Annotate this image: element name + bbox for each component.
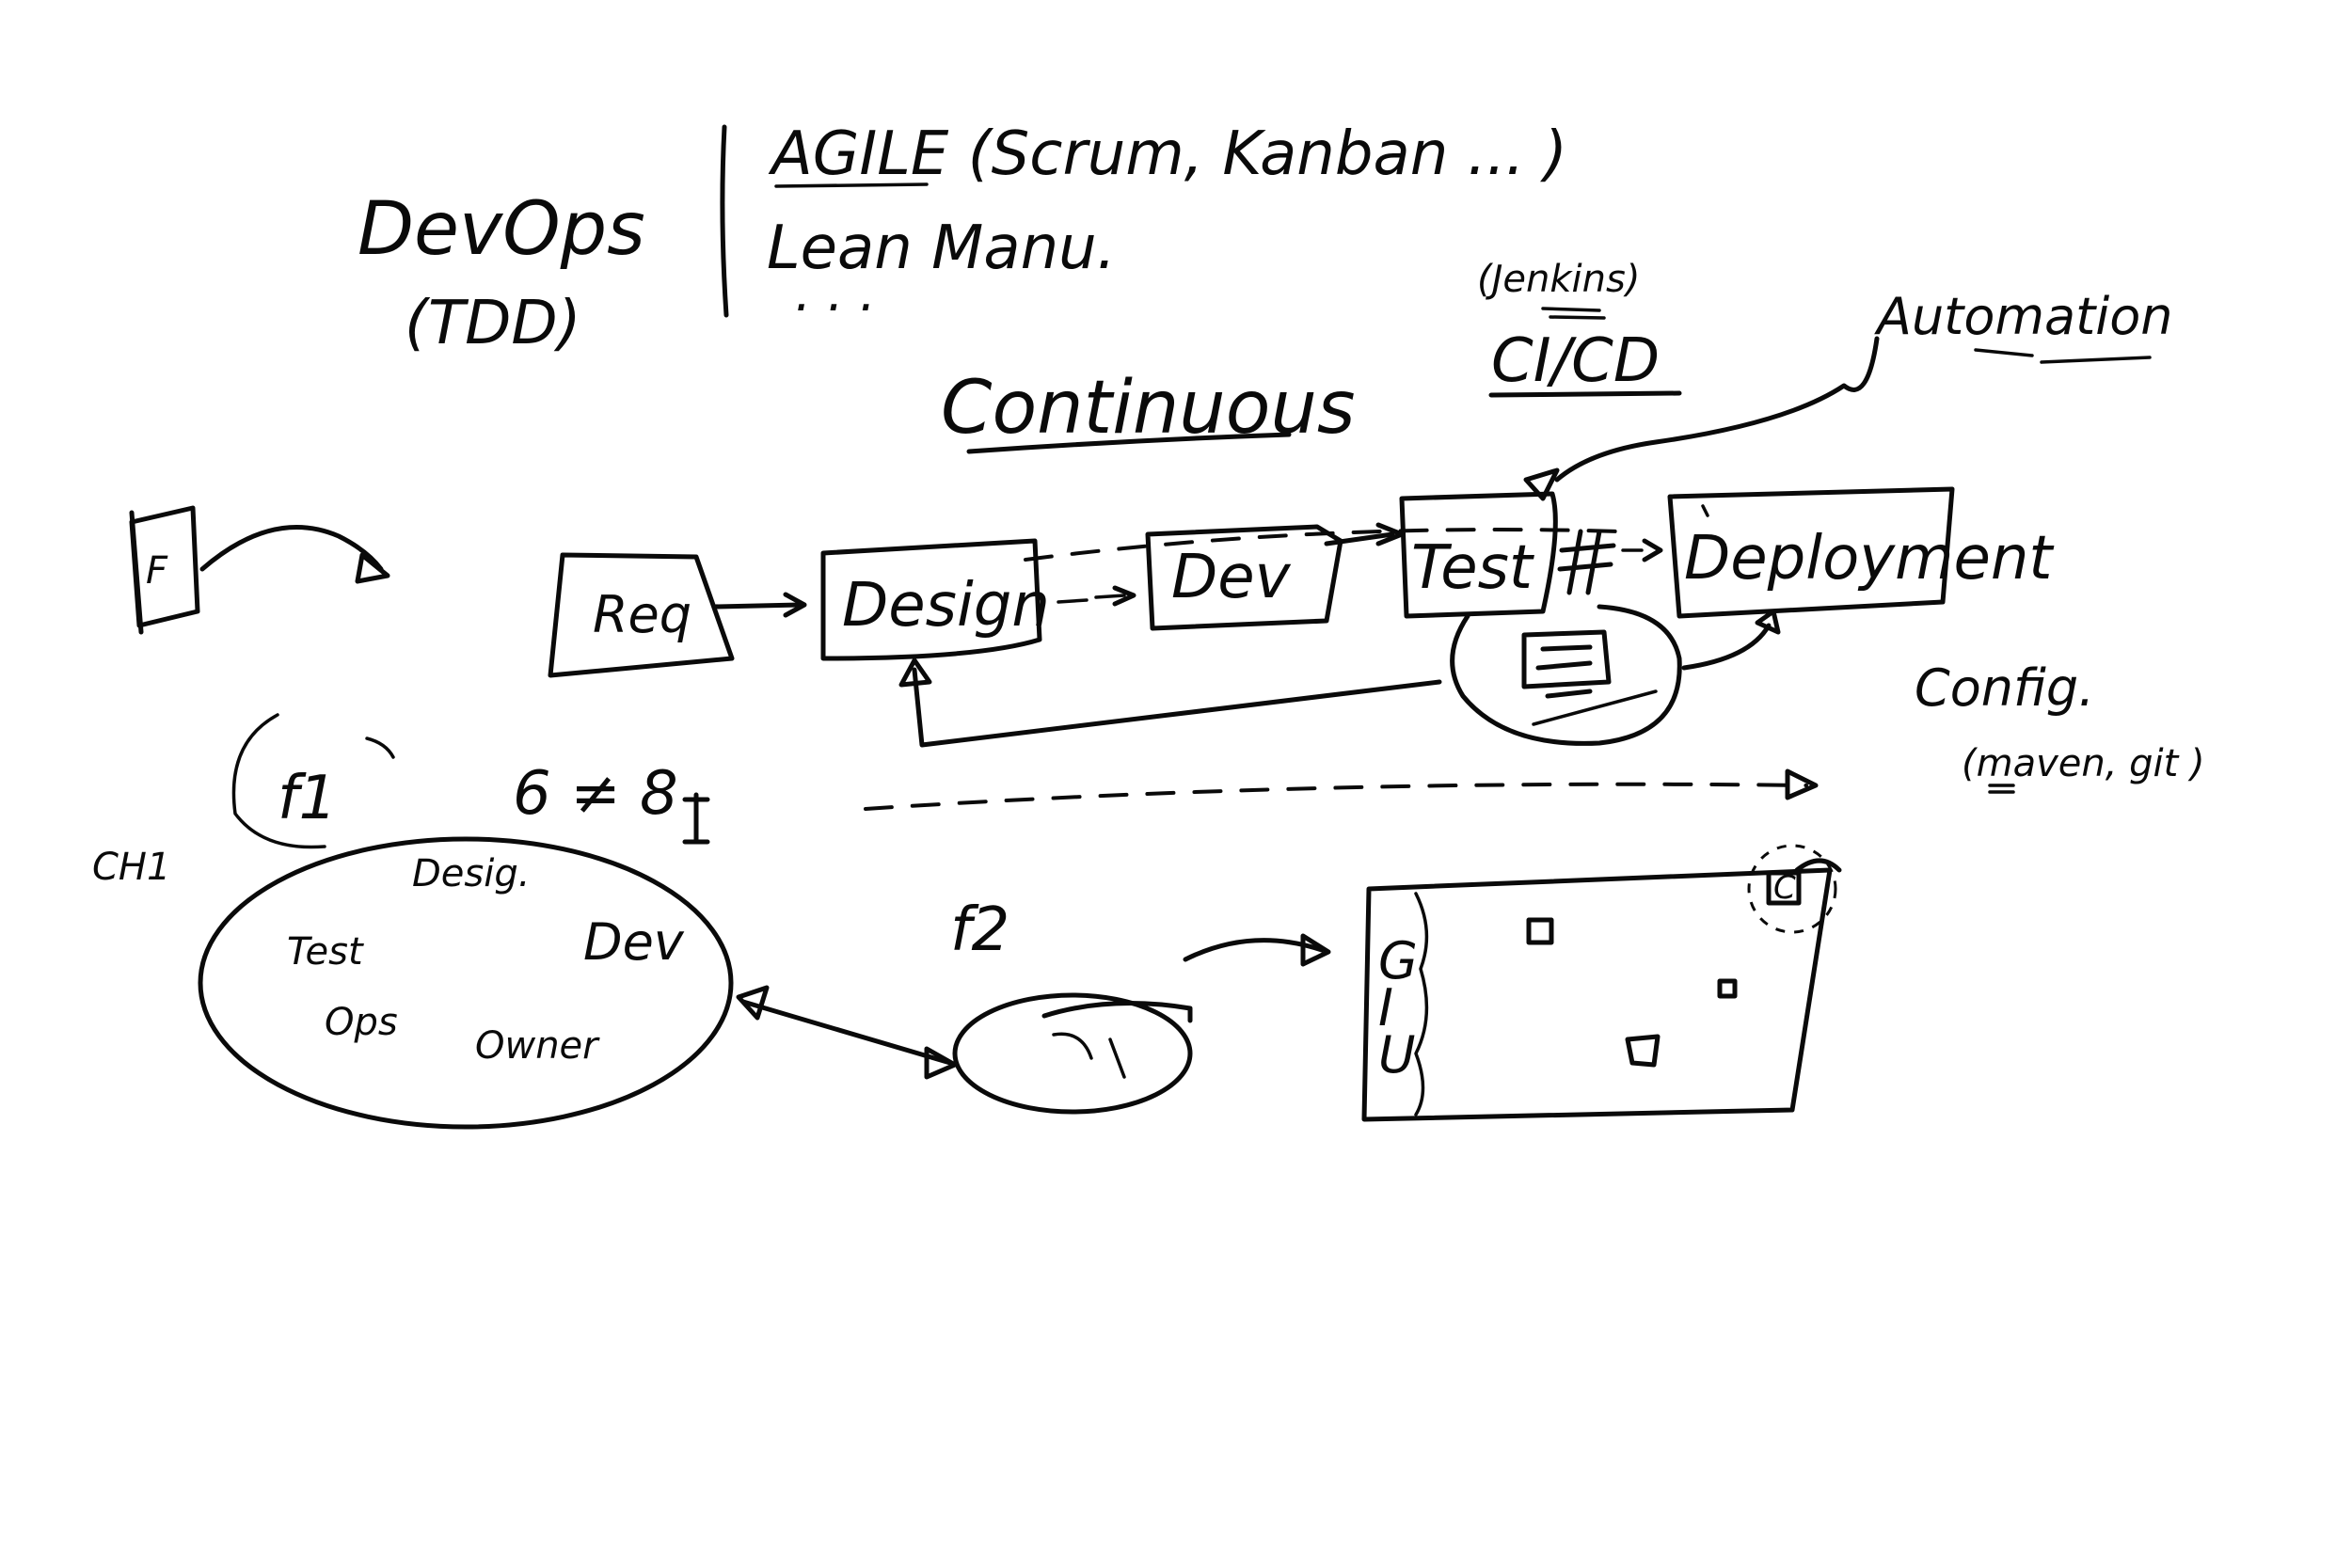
team-ellipse bbox=[198, 836, 734, 1130]
ui-gui-letter-g: G bbox=[1378, 931, 1418, 990]
continuous-underline bbox=[966, 432, 1292, 454]
feedback-loop-arrow bbox=[912, 667, 1442, 748]
blob-to-deploy-arrow bbox=[1681, 623, 1772, 671]
automation-label: Automation bbox=[1874, 287, 2173, 346]
long-dashed-arrow bbox=[864, 782, 1808, 811]
lean-label: Lean Manu. bbox=[767, 214, 1116, 283]
f2-blob bbox=[952, 992, 1193, 1115]
ch1-label: CH1 bbox=[92, 846, 170, 889]
design-to-dev-arrowhead bbox=[1112, 585, 1136, 607]
cicd-label: CI/CD bbox=[1491, 326, 1660, 396]
team-f2-link bbox=[740, 999, 953, 1066]
req-box bbox=[548, 552, 735, 678]
overhead-dashed-line bbox=[1024, 528, 1620, 562]
req-label: Req bbox=[593, 585, 691, 644]
f-box-arrow bbox=[199, 525, 384, 572]
agile-underline bbox=[774, 182, 929, 188]
test-label: Test bbox=[1411, 533, 1535, 603]
automation-underline bbox=[1974, 348, 2152, 364]
design-label: Design bbox=[842, 571, 1050, 641]
design-box bbox=[820, 538, 1042, 661]
config-label: Config. bbox=[1915, 658, 2094, 718]
test-deploy-arrowhead bbox=[1642, 538, 1663, 562]
devops-title: DevOps bbox=[358, 187, 645, 272]
ui-widget-square-2 bbox=[1717, 978, 1738, 999]
deployment-box bbox=[1667, 486, 1955, 619]
jenkins-underline bbox=[1541, 307, 1606, 320]
tdd-label: (TDD) bbox=[405, 289, 581, 358]
dev-box bbox=[1145, 524, 1343, 631]
continuous-label: Continuous bbox=[941, 366, 1356, 451]
design-to-dev-dash bbox=[1057, 594, 1126, 604]
req-to-design-arrow bbox=[712, 602, 803, 610]
deployment-label: Deployment bbox=[1684, 524, 2055, 594]
ui-widget-square-3 bbox=[1625, 1034, 1661, 1068]
f2-to-ui-arrowhead bbox=[1300, 933, 1331, 967]
ui-gui-letter-i: I bbox=[1378, 978, 1393, 1037]
team-size-label: 6 ≠ 8 bbox=[513, 759, 678, 829]
dev-label: Dev bbox=[1171, 543, 1292, 612]
ui-corner-box bbox=[1766, 870, 1802, 906]
agile-label: AGILE (Scrum, Kanban ... ) bbox=[768, 119, 1567, 189]
f2-blob-scribble bbox=[1052, 1032, 1126, 1079]
test-blob-strike bbox=[1532, 689, 1658, 726]
team-ops-label: Ops bbox=[325, 1001, 398, 1044]
ui-corner-highlight bbox=[1747, 844, 1837, 934]
jenkins-label: (Jenkins) bbox=[1477, 258, 1640, 301]
f2-label: f2 bbox=[950, 895, 1009, 965]
f2-blob-highlight bbox=[1041, 1001, 1193, 1023]
automation-arrowhead bbox=[1523, 467, 1560, 501]
test-bug-blob bbox=[1450, 604, 1682, 746]
dev-to-test-arrow bbox=[1324, 531, 1395, 546]
config-tools-label: (maven, git ) bbox=[1962, 742, 2205, 785]
ui-corner-label: C bbox=[1773, 869, 1796, 907]
team-test-label: Test bbox=[287, 930, 364, 974]
automation-arrow bbox=[1554, 336, 1880, 483]
test-box bbox=[1399, 491, 1558, 619]
cicd-underline bbox=[1488, 390, 1682, 398]
more-ellipsis: . . . bbox=[795, 263, 876, 323]
ui-widget-square-1 bbox=[1526, 917, 1554, 945]
blob-to-deploy-arrowhead bbox=[1755, 609, 1781, 635]
ui-mockup-frame bbox=[1361, 867, 1833, 1122]
team-dev-label: Dev bbox=[583, 912, 685, 972]
ui-sidebar-edge bbox=[1414, 892, 1429, 1117]
long-dashed-arrowhead bbox=[1785, 768, 1819, 800]
f1-label: f1 bbox=[278, 764, 337, 833]
team-f2-arrowheads bbox=[736, 985, 958, 1080]
header-divider bbox=[720, 124, 729, 318]
deployment-tick bbox=[1701, 504, 1709, 517]
f-box-edge bbox=[129, 510, 144, 635]
team-design-label: Desig. bbox=[412, 852, 530, 895]
req-to-design-arrowhead bbox=[783, 592, 807, 618]
test-bug-scribble bbox=[1521, 629, 1612, 699]
f2-to-ui-arrow bbox=[1183, 938, 1325, 962]
test-deploy-separator bbox=[1557, 529, 1616, 595]
ui-corner-hook bbox=[1794, 858, 1842, 873]
ui-gui-letter-u: U bbox=[1378, 1025, 1416, 1085]
f-box-arrowhead bbox=[355, 552, 390, 584]
config-underline bbox=[1988, 784, 2015, 794]
person-icon bbox=[682, 792, 710, 845]
team-owner-label: Owner bbox=[475, 1024, 600, 1068]
feedback-loop-arrowhead bbox=[898, 657, 932, 688]
f1-circle-sketch bbox=[231, 713, 395, 849]
f-box-label: F bbox=[146, 549, 168, 593]
